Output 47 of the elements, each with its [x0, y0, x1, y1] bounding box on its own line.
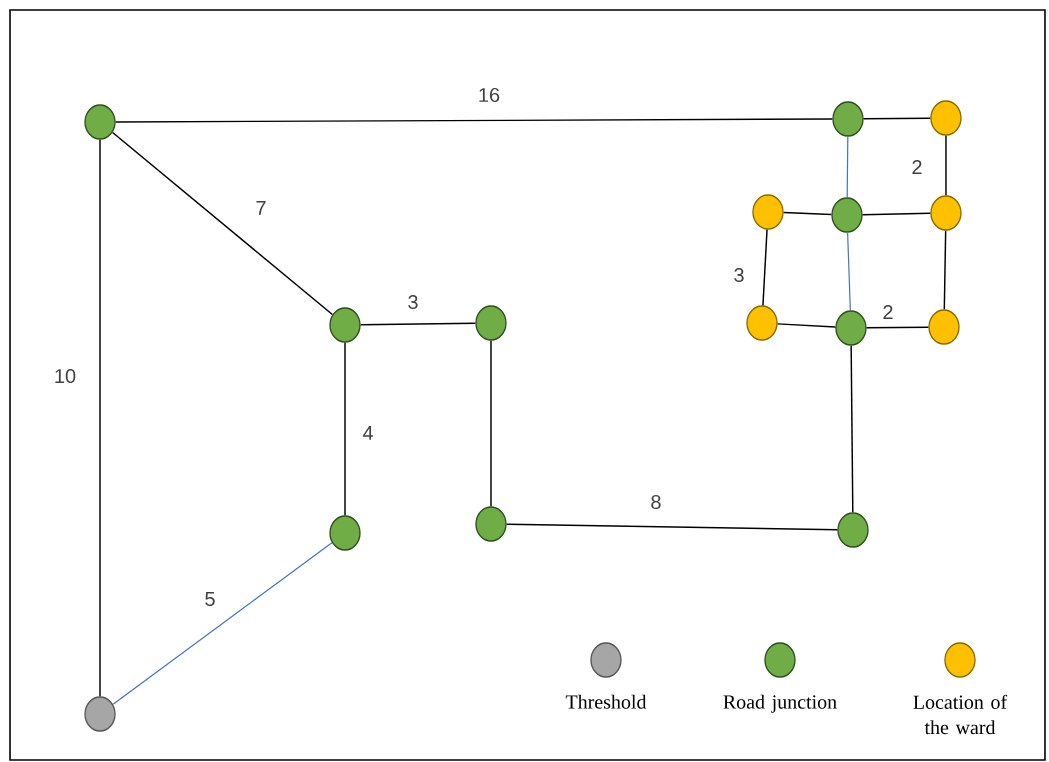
road-line [861, 212, 932, 216]
road-line [782, 211, 833, 216]
junction-node [831, 197, 863, 233]
road-line [943, 229, 947, 311]
ward-node [930, 100, 962, 136]
edge-label: 10 [52, 367, 78, 385]
edge-label: 5 [203, 590, 217, 608]
road-line [490, 339, 492, 508]
legend-label: Road junction [723, 694, 837, 713]
junction-node [84, 104, 116, 140]
junction-node [475, 506, 507, 542]
junction-node [837, 512, 869, 548]
ward-node [752, 194, 784, 230]
edge-label: 4 [361, 424, 375, 442]
edge-label: 3 [732, 266, 746, 284]
road-line [762, 228, 768, 307]
road-line [850, 344, 854, 514]
edge-label: 16 [476, 86, 502, 104]
junction-node [835, 310, 867, 346]
road-line [847, 232, 851, 311]
road-line [112, 542, 333, 705]
legend-label: Threshold [565, 694, 647, 709]
legend-label: Location of the ward [913, 694, 1008, 735]
road-line [344, 341, 346, 517]
edge-label: 2 [910, 158, 924, 176]
junction-node [329, 307, 361, 343]
road-line [865, 326, 930, 329]
threshold-node [84, 696, 116, 732]
road-line [505, 523, 839, 531]
road-line [945, 134, 947, 197]
road-line [862, 117, 932, 120]
road-line [114, 118, 834, 123]
ward-node [746, 305, 778, 341]
edge-label: 3 [406, 293, 420, 311]
edge-label: 2 [881, 303, 895, 321]
junction-node [329, 515, 361, 551]
ward-node [928, 309, 960, 345]
road-line [359, 322, 477, 326]
road-line [846, 136, 849, 198]
junction-node [832, 101, 864, 137]
road-line [111, 131, 334, 316]
road-line [776, 323, 837, 328]
road-line [99, 138, 101, 698]
ward-node [930, 195, 962, 231]
edge-label: 8 [649, 493, 663, 511]
edge-label: 7 [254, 199, 268, 217]
junction-node [475, 305, 507, 341]
